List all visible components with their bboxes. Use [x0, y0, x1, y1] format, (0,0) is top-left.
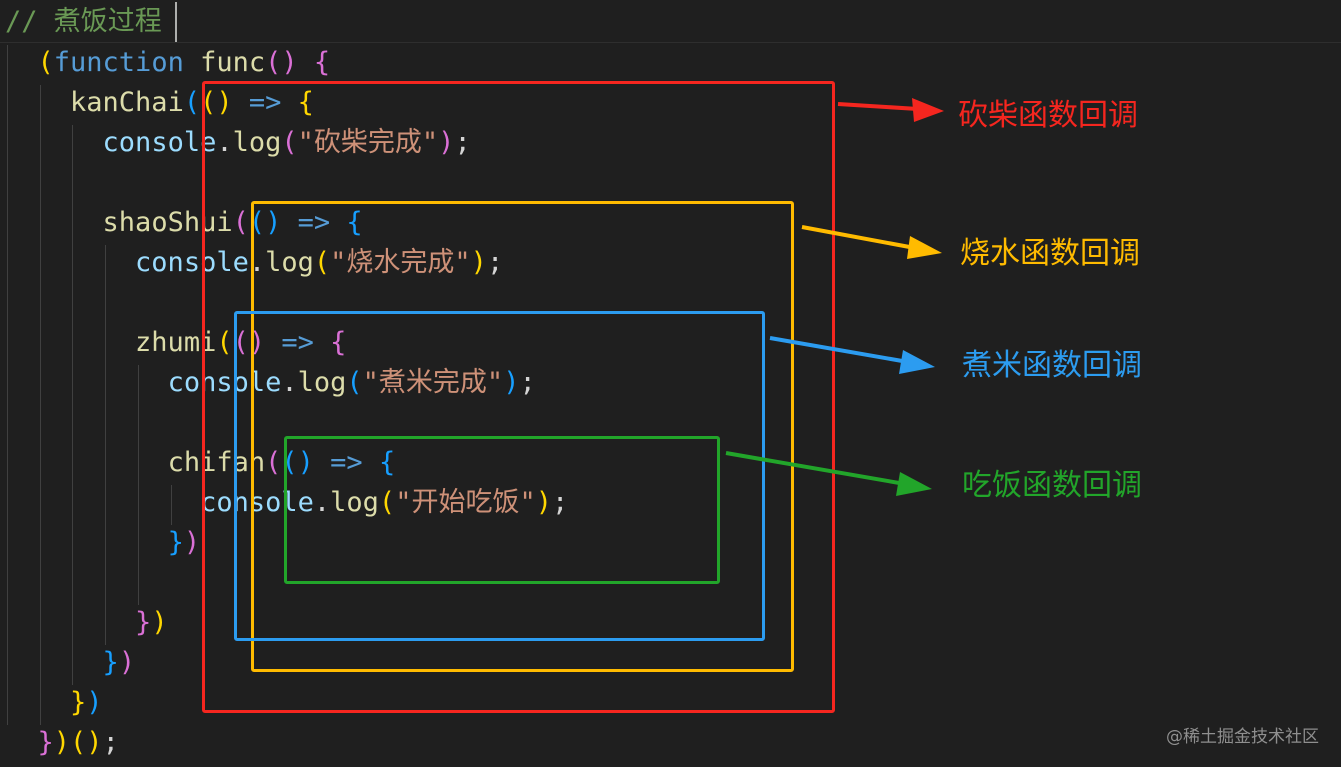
label-kanchai-callback: 砍柴函数回调 [958, 98, 1138, 133]
code-line-19[interactable]: })(); [37, 727, 119, 758]
console-object: console [135, 247, 249, 278]
log-method: log [297, 367, 347, 398]
arrow-chifan [725, 451, 932, 496]
console-object: console [167, 367, 282, 398]
code-line-10[interactable]: console.log("煮米完成"); [167, 367, 536, 398]
keyword-function: function [53, 47, 184, 78]
callback-box-zhumi [234, 311, 765, 641]
log-method: log [330, 487, 379, 518]
code-line-12[interactable]: chifan(() => { [167, 447, 396, 478]
code-line-6[interactable]: shaoShui(() => { [102, 207, 363, 238]
code-line-14[interactable]: }) [167, 527, 201, 558]
callback-box-chifan [284, 436, 720, 584]
string-zhumi: "煮米完成" [362, 367, 504, 398]
string-chifan: "开始吃饭" [395, 487, 536, 518]
code-comment: // 煮饭过程 [5, 6, 162, 37]
indent-guide [40, 85, 41, 725]
code-line-16[interactable]: }) [135, 607, 168, 638]
arrow-kanchai [837, 98, 944, 122]
call-kanchai: kanChai [70, 87, 184, 118]
arrow-shaoshui [801, 225, 942, 259]
console-object: console [200, 487, 314, 518]
code-line-13[interactable]: console.log("开始吃饭"); [200, 487, 569, 518]
label-shaoshui-callback: 烧水函数回调 [960, 236, 1140, 271]
code-line-17[interactable]: }) [102, 647, 136, 678]
call-shaoshui: shaoShui [102, 207, 233, 238]
code-line-4[interactable]: console.log("砍柴完成"); [102, 127, 471, 158]
log-method: log [265, 247, 314, 278]
call-chifan: chifan [167, 447, 266, 478]
code-line-3[interactable]: kanChai(() => { [70, 87, 314, 118]
editor-top-border [0, 42, 1341, 43]
code-line-18[interactable]: }) [70, 687, 103, 718]
label-zhumi-callback: 煮米函数回调 [962, 348, 1142, 383]
code-line-1[interactable]: // 煮饭过程 [5, 2, 162, 42]
callback-box-kanchai [202, 81, 835, 713]
text-cursor [175, 2, 177, 42]
arrow-zhumi [769, 336, 935, 374]
string-kanchai: "砍柴完成" [297, 127, 439, 158]
indent-guide [72, 125, 73, 685]
indent-guide [105, 245, 106, 645]
indent-guide [171, 485, 172, 525]
indent-guide [7, 45, 8, 725]
callback-box-shaoshui [251, 201, 794, 672]
code-line-7[interactable]: console.log("烧水完成"); [135, 247, 504, 278]
label-chifan-callback: 吃饭函数回调 [962, 468, 1142, 503]
watermark: @稀土掘金技术社区 [1166, 727, 1319, 747]
console-object: console [102, 127, 217, 158]
function-name: func [200, 47, 266, 78]
log-method: log [232, 127, 282, 158]
indent-guide [138, 365, 139, 605]
string-shaoshui: "烧水完成" [330, 247, 471, 278]
code-line-2[interactable]: (function func() { [37, 47, 331, 78]
